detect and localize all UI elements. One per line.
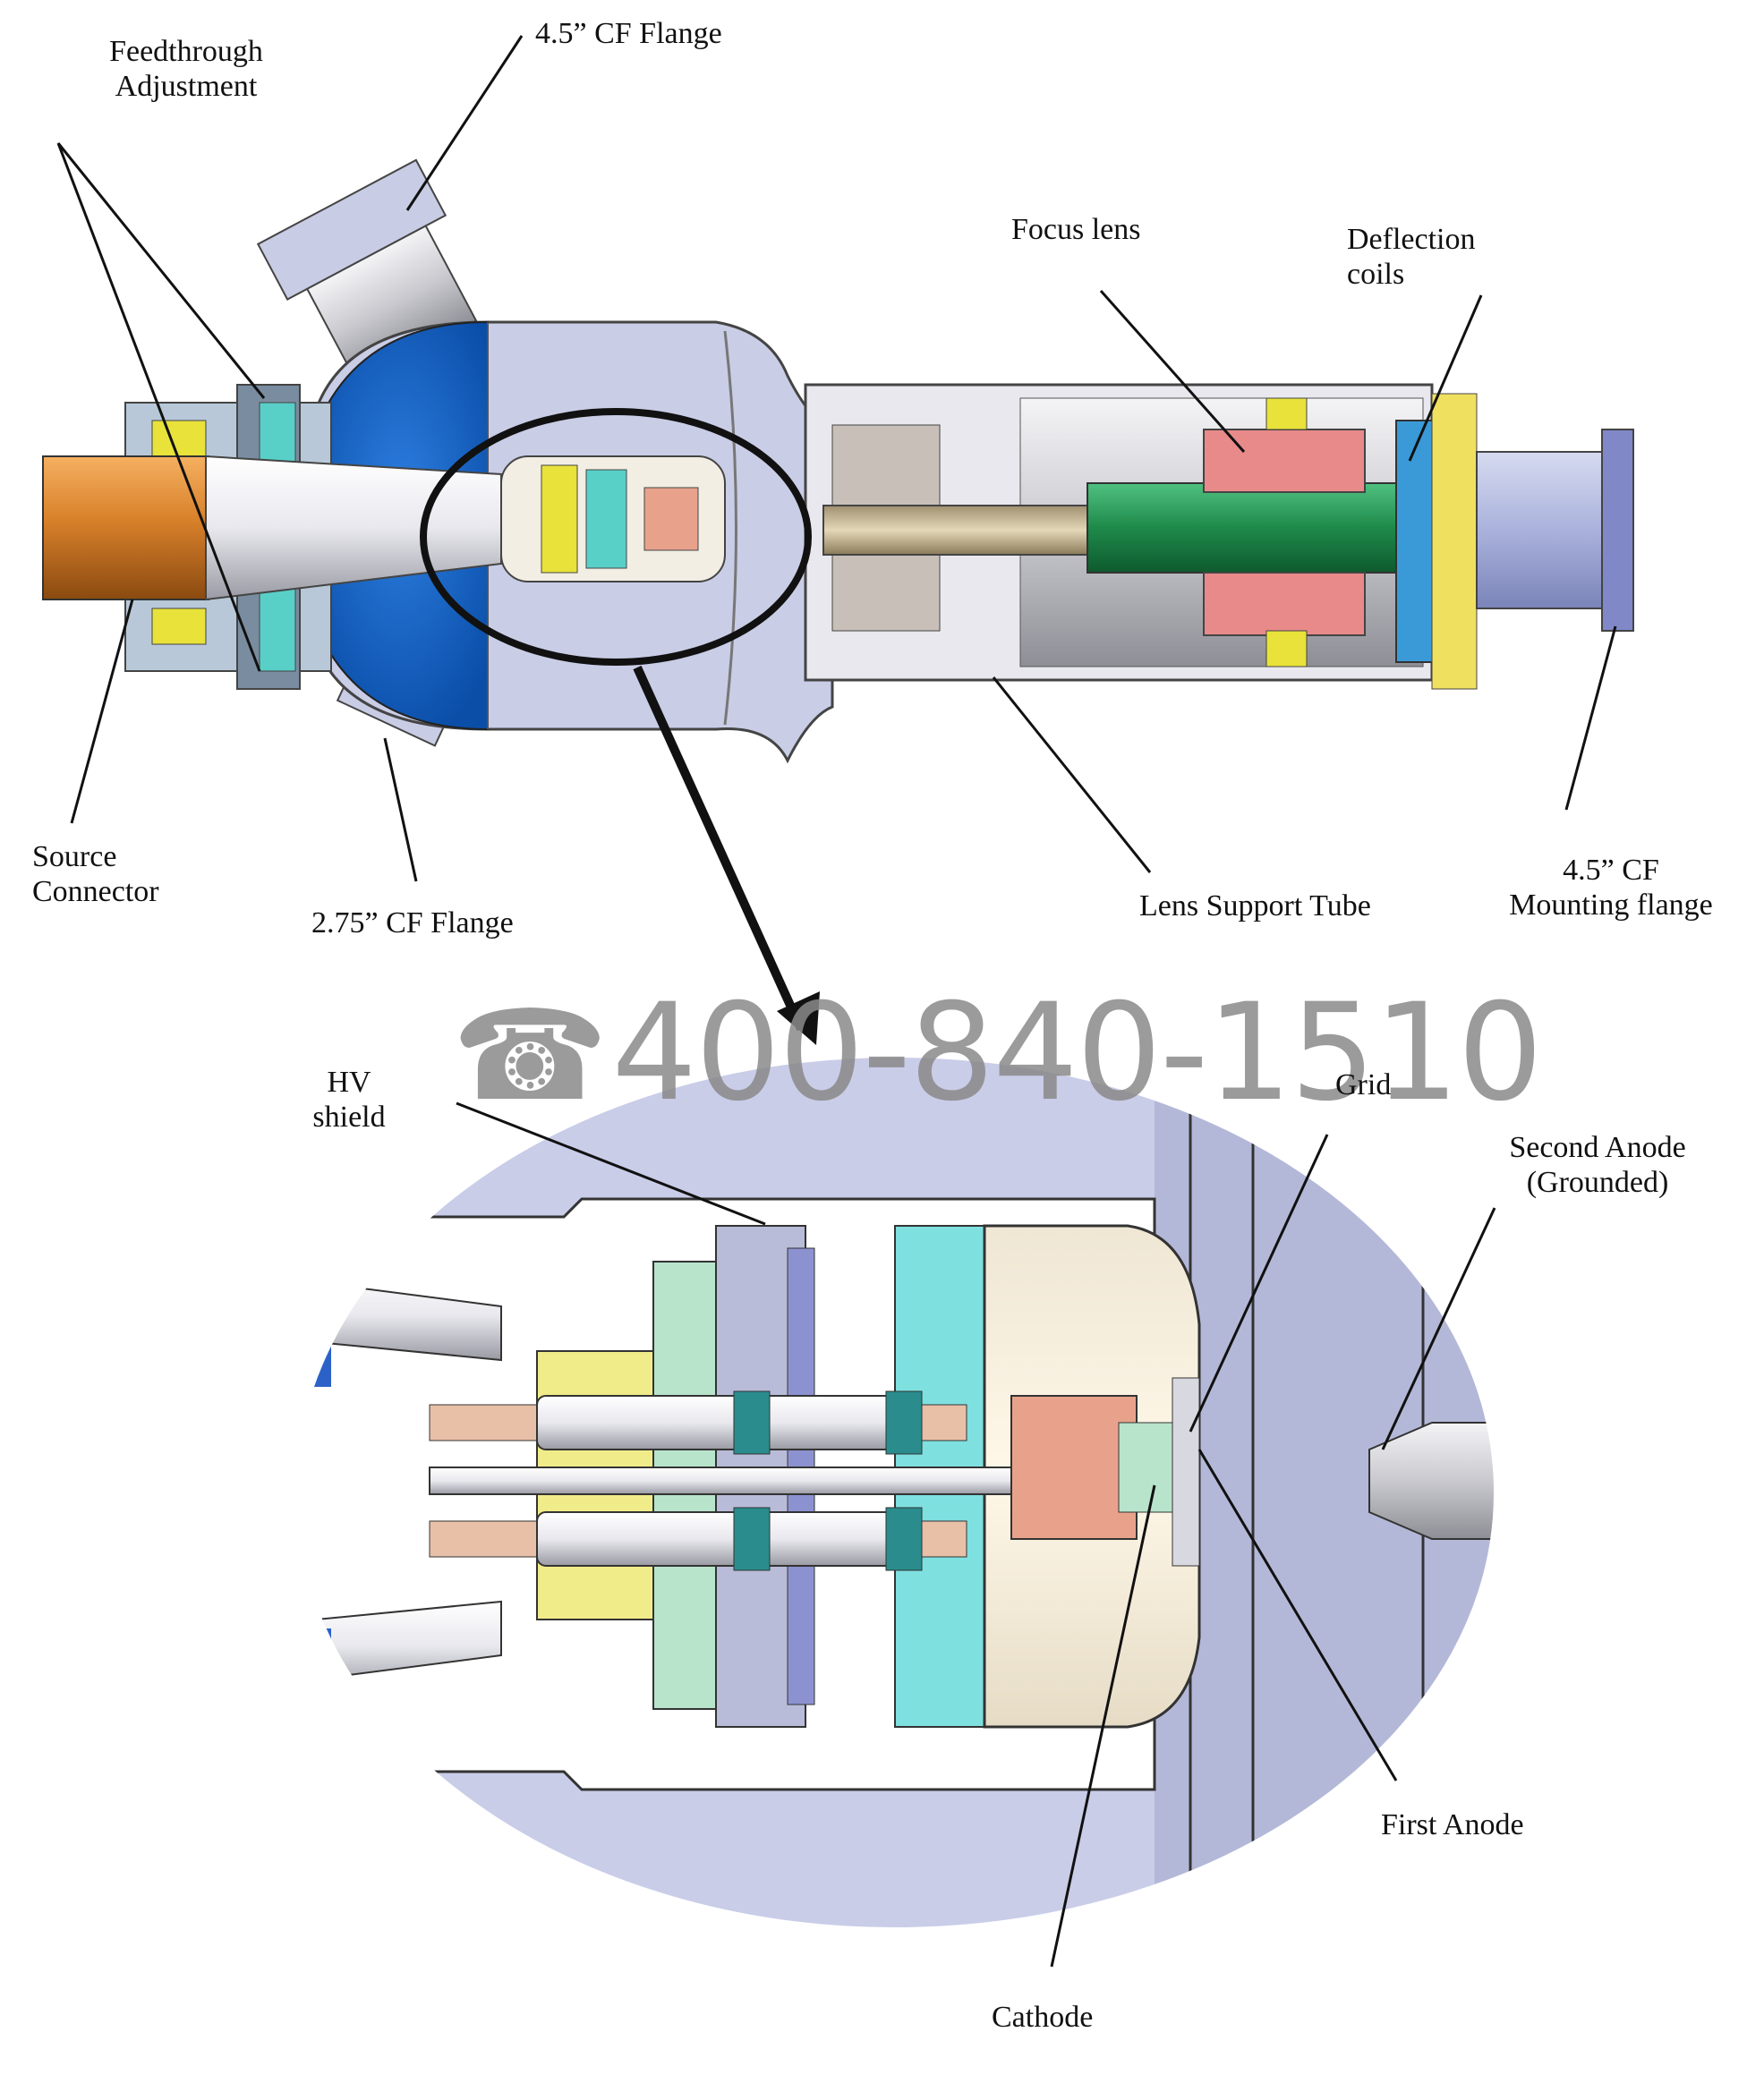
label-mounting-flange-line2: Mounting flange <box>1509 888 1713 922</box>
phone-number: 400-840-1510 <box>611 975 1543 1131</box>
label-mounting-flange-line1: 4.5” CF <box>1563 854 1659 887</box>
label-feedthrough-adjustment: Feedthrough Adjustment <box>97 34 276 104</box>
label-mounting-flange: 4.5” CF Mounting flange <box>1490 853 1732 922</box>
label-hv-shield-line1: HV <box>327 1066 371 1099</box>
label-grid: Grid <box>1335 1068 1392 1101</box>
leader-lines-top <box>56 35 1617 882</box>
label-4-5-cf-flange: 4.5” CF Flange <box>535 17 722 50</box>
label-deflection-coils-line1: Deflection <box>1347 223 1476 256</box>
label-feedthrough-adjustment-line1: Feedthrough <box>109 35 263 68</box>
label-deflection-coils-line2: coils <box>1347 258 1405 292</box>
detail-arrow-head <box>777 991 820 1045</box>
detail-view <box>294 1056 1496 1968</box>
label-lens-support-tube: Lens Support Tube <box>1139 889 1371 922</box>
label-first-anode: First Anode <box>1381 1808 1524 1841</box>
detail-callout-ring <box>420 408 812 666</box>
label-source-connector-line1: Source <box>32 840 117 873</box>
label-hv-shield: HV shield <box>295 1065 403 1135</box>
source-connector-body <box>42 384 502 690</box>
gun-internals <box>500 455 726 582</box>
label-source-connector: Source Connector <box>32 839 159 909</box>
phone-icon: ☎ <box>452 983 608 1129</box>
label-focus-lens: Focus lens <box>1011 213 1141 246</box>
gun-assembly-cross-section <box>42 35 1634 1045</box>
label-deflection-coils: Deflection coils <box>1347 222 1476 292</box>
lens-section <box>804 383 1634 690</box>
label-hv-shield-line2: shield <box>312 1101 386 1135</box>
label-cathode: Cathode <box>992 2001 1094 2034</box>
label-second-anode-line1: Second Anode <box>1509 1131 1686 1164</box>
label-second-anode-line2: (Grounded) <box>1526 1166 1669 1200</box>
label-source-connector-line2: Connector <box>32 875 159 909</box>
label-second-anode: Second Anode (Grounded) <box>1490 1130 1705 1200</box>
label-2-75-cf-flange: 2.75” CF Flange <box>311 906 514 939</box>
detail-arrow-shaft <box>633 665 805 1032</box>
label-feedthrough-adjustment-line2: Adjustment <box>115 70 258 104</box>
phone-watermark: ☎400-840-1510 <box>452 975 1543 1131</box>
leader-lines-detail <box>456 1101 1496 1968</box>
